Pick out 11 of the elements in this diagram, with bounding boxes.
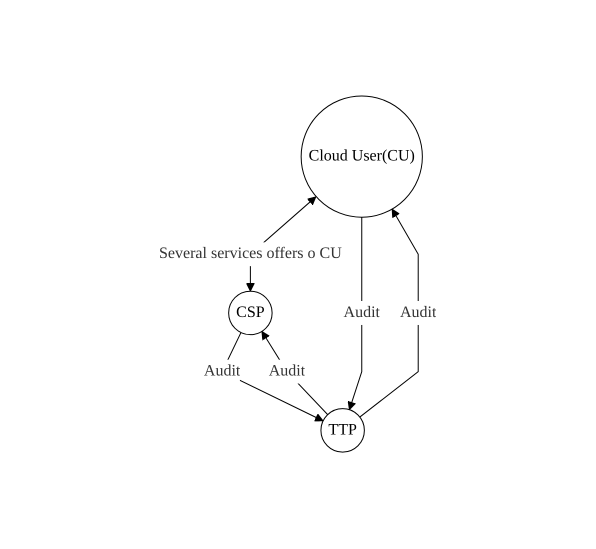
arrow [360,209,419,418]
edge-label: Audit [269,363,306,380]
arrow [348,217,363,411]
edge-label: Several services offers o CU [159,246,342,263]
node-circle: CSP [228,291,273,336]
edge-label: Audit [344,304,380,322]
node-circle: TTP [320,408,366,454]
edge-label: Audit [400,304,437,322]
edge-label: Audit [204,363,241,380]
arrow [262,331,328,416]
node-circle: Cloud User(CU) [300,96,424,218]
